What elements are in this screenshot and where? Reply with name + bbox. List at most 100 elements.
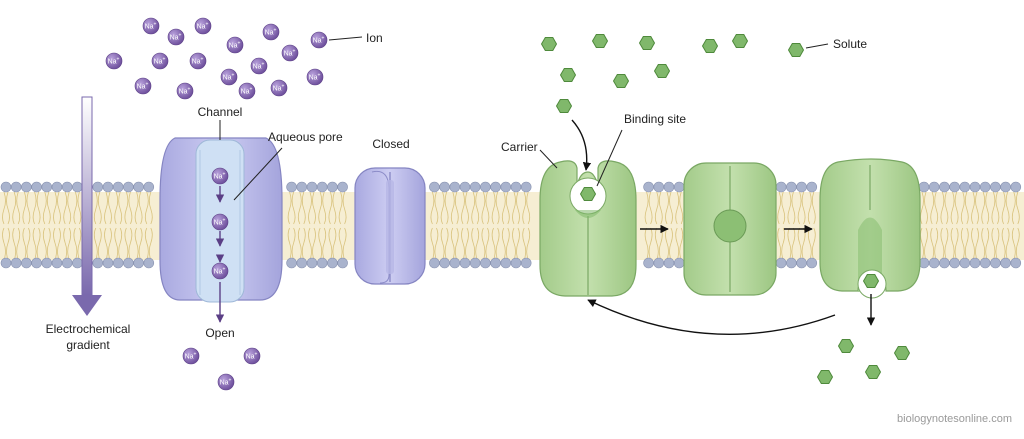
gradient-label-line2: gradient bbox=[66, 338, 110, 352]
lipid-tail bbox=[440, 227, 445, 261]
lipid-head bbox=[918, 181, 930, 193]
lipid-head bbox=[439, 181, 450, 193]
lipid-tail bbox=[991, 227, 996, 261]
lipid-tail bbox=[648, 191, 653, 225]
ion-symbol: Na+ bbox=[185, 352, 197, 361]
sodium-ion: Na+ bbox=[211, 167, 229, 185]
lipid-head bbox=[51, 257, 63, 269]
lipid-tail bbox=[471, 227, 476, 261]
lipid-tail bbox=[675, 227, 680, 261]
lipid-tail bbox=[291, 191, 296, 225]
lipid-tail bbox=[114, 191, 119, 225]
lipid-tail bbox=[475, 227, 480, 261]
lipid-head bbox=[449, 181, 461, 193]
lipid-tail bbox=[505, 227, 510, 261]
sodium-ion: Na+ bbox=[226, 36, 244, 54]
lipid-tail bbox=[444, 227, 449, 261]
lipid-head bbox=[10, 257, 22, 269]
lipid-tail bbox=[287, 191, 292, 225]
lipid-head bbox=[10, 181, 22, 193]
lipid-tail bbox=[797, 227, 802, 261]
lipid-tail bbox=[287, 227, 292, 261]
solute-molecule bbox=[816, 370, 834, 384]
lipid-head bbox=[796, 257, 807, 269]
lipid-head bbox=[337, 181, 348, 193]
lipid-tail bbox=[36, 191, 41, 225]
lipid-tail bbox=[924, 227, 928, 261]
lipid-head bbox=[939, 257, 950, 269]
lipid-head bbox=[133, 181, 144, 193]
lipid-head bbox=[786, 257, 797, 269]
lipid-head bbox=[653, 181, 665, 193]
lipid-tail bbox=[491, 191, 496, 225]
lipid-tail bbox=[964, 227, 969, 261]
lipid-tail bbox=[328, 191, 333, 225]
lipid-tail bbox=[971, 227, 975, 261]
lipid-tail bbox=[318, 191, 323, 225]
channel-label: Channel bbox=[198, 105, 243, 119]
lipid-head bbox=[969, 257, 981, 269]
lipid-head bbox=[480, 257, 491, 269]
lipid-head bbox=[673, 257, 685, 269]
lipid-head bbox=[123, 181, 134, 193]
lipid-head bbox=[0, 257, 12, 269]
ion-symbol: Na+ bbox=[154, 57, 166, 66]
lipid-head bbox=[673, 181, 685, 193]
lipid-tail bbox=[328, 227, 333, 261]
lipid-tail bbox=[301, 227, 306, 261]
lipid-tail bbox=[985, 227, 990, 261]
sodium-ion: Na+ bbox=[105, 52, 123, 70]
solute-molecule bbox=[559, 68, 577, 82]
lipid-head bbox=[775, 181, 787, 193]
lipid-tail bbox=[67, 227, 72, 261]
lipid-tail bbox=[526, 227, 531, 261]
lipid-head bbox=[469, 181, 481, 193]
lipid-head bbox=[21, 257, 32, 269]
lipid-head bbox=[959, 257, 971, 269]
sodium-ion: Na+ bbox=[262, 23, 280, 41]
lipid-tail bbox=[73, 191, 78, 225]
solute-molecule bbox=[591, 34, 609, 48]
lipid-head bbox=[72, 257, 83, 269]
lipid-head bbox=[928, 257, 940, 269]
lipid-tail bbox=[6, 191, 10, 225]
ion-label: Ion bbox=[366, 31, 383, 45]
lipid-tail bbox=[108, 227, 112, 261]
lipid-head bbox=[31, 181, 42, 193]
lipid-tail bbox=[434, 191, 439, 225]
lipid-head bbox=[643, 257, 654, 269]
ion-symbol: Na+ bbox=[214, 218, 226, 227]
lipid-tail bbox=[12, 191, 17, 225]
lipid-tail bbox=[46, 191, 51, 225]
lipid-head bbox=[459, 181, 471, 193]
lipid-tail bbox=[318, 227, 323, 261]
arrow-solute-entry bbox=[571, 119, 592, 171]
lipid-tail bbox=[1011, 227, 1016, 261]
lipid-head bbox=[490, 257, 501, 269]
lipid-head bbox=[92, 181, 104, 193]
ion-symbol: Na+ bbox=[137, 82, 149, 91]
lipid-tail bbox=[644, 227, 649, 261]
ion-symbol: Na+ bbox=[223, 73, 235, 82]
lipid-tail bbox=[42, 191, 47, 225]
lipid-tail bbox=[995, 227, 1000, 261]
lipid-tail bbox=[291, 227, 296, 261]
lipid-head bbox=[469, 257, 481, 269]
lipid-tail bbox=[1005, 227, 1010, 261]
lipid-tail bbox=[461, 227, 465, 261]
lipid-tail bbox=[801, 191, 806, 225]
lipid-tail bbox=[434, 227, 439, 261]
lipid-tail bbox=[118, 227, 123, 261]
ion-symbol: Na+ bbox=[253, 62, 265, 71]
lipid-tail bbox=[985, 191, 990, 225]
ion-symbol: Na+ bbox=[284, 49, 296, 58]
lipid-head bbox=[510, 257, 522, 269]
lipid-tail bbox=[950, 227, 955, 261]
electrochemical-gradient-arrow bbox=[72, 96, 102, 316]
lipid-tail bbox=[920, 191, 924, 225]
lipid-head bbox=[520, 181, 532, 193]
lipid-tail bbox=[1011, 191, 1016, 225]
lipid-head bbox=[990, 181, 1001, 193]
lipid-head bbox=[337, 257, 348, 269]
carrier-protein-occluded bbox=[683, 162, 777, 296]
